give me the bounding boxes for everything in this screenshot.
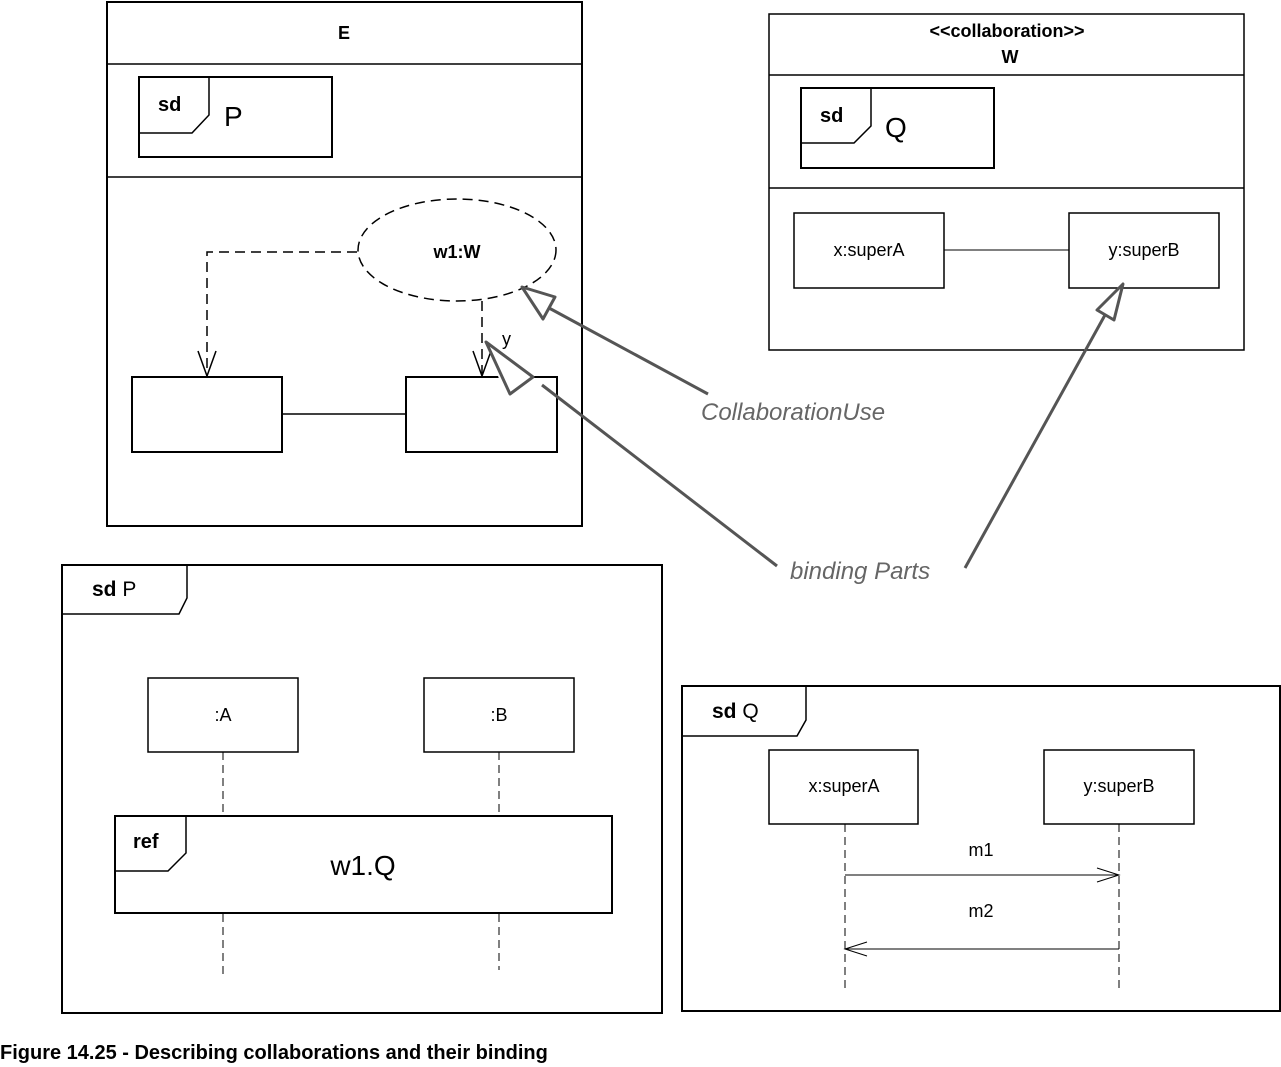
annotation-collaboration-use-label: CollaborationUse [701, 399, 885, 426]
lifeline-x-head [768, 749, 919, 825]
collaboration-use-w1: w1:W [357, 198, 557, 302]
ref-keyword: ref [133, 831, 159, 853]
sd-q-frame: sd Q x:superA y:superB m1 m2 [681, 685, 1281, 1012]
sd-q-keyword: sd [712, 700, 737, 723]
part-x-superA-label: x:superA [833, 240, 904, 260]
message-m1: m1 [845, 840, 1121, 883]
ref-name: w1.Q [329, 850, 395, 881]
behavior-p-name: P [224, 101, 243, 132]
behavior-q-name: Q [885, 112, 907, 143]
classifier-e-name: E [338, 23, 350, 43]
sd-p-title: sd P [92, 578, 136, 601]
annotation-collaboration-use: CollaborationUse [520, 285, 885, 426]
behavior-q-keyword: sd [820, 105, 843, 127]
annotation-binding-parts: binding Parts [484, 282, 1125, 585]
part-left [131, 376, 283, 453]
role-binding-x [197, 251, 357, 379]
behavior-p-keyword: sd [158, 94, 181, 116]
collaboration-name: W [1002, 47, 1019, 67]
behavior-p-box: sd P [138, 76, 333, 158]
behavior-q-box: sd Q [800, 87, 995, 169]
interaction-use-ref: ref w1.Q [114, 815, 613, 914]
lifeline-a-label: :A [214, 705, 231, 725]
message-m1-label: m1 [968, 840, 993, 860]
message-m2-label: m2 [968, 901, 993, 921]
figure-caption: Figure 14.25 - Describing collaborations… [0, 1042, 548, 1064]
sd-p-keyword: sd [92, 578, 117, 601]
annotation-binding-parts-label: binding Parts [790, 558, 930, 585]
sd-q-title: sd Q [712, 700, 759, 723]
role-label-y: y [502, 329, 511, 349]
collaboration-use-label: w1:W [433, 242, 481, 262]
part-right [405, 376, 558, 453]
collaboration-stereotype: <<collaboration>> [929, 21, 1084, 41]
sd-q-name: Q [742, 700, 758, 723]
lifeline-y-label: y:superB [1083, 776, 1154, 796]
lifeline-b-label: :B [490, 705, 507, 725]
collaboration-w: <<collaboration>> W sd Q x:superA y:supe… [768, 13, 1245, 351]
message-m2: m2 [843, 901, 1119, 957]
lifeline-x-label: x:superA [808, 776, 879, 796]
sd-p-frame: sd P :A :B ref w1.Q [61, 564, 663, 1014]
classifier-e: E sd P w1:W y [106, 1, 583, 527]
part-y-superB-label: y:superB [1108, 240, 1179, 260]
sd-p-name: P [122, 578, 136, 601]
